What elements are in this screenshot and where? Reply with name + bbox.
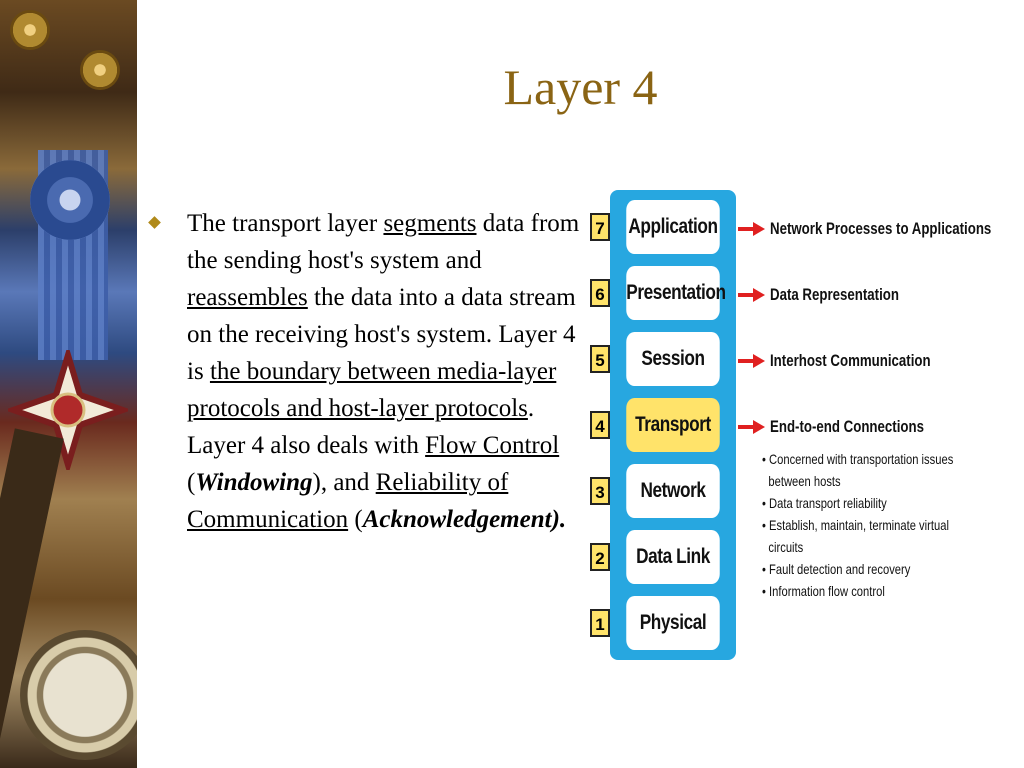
description-text: End-to-end Connections [770, 417, 924, 436]
layer-7-description: Network Processes to Applications [738, 214, 1024, 244]
detail-item: • Data transport reliability [762, 495, 887, 511]
text-run: ( [187, 469, 196, 496]
osi-layer-7: 7 Application [590, 197, 740, 257]
layer-number: 3 [590, 477, 610, 505]
detail-item: circuits [768, 539, 804, 555]
red-arrow-icon [738, 354, 766, 368]
description-text: Network Processes to Applications [770, 219, 992, 238]
bullet-text: The transport layer segments data from t… [187, 205, 595, 538]
bullet-paragraph: The transport layer segments data from t… [148, 205, 595, 538]
text-run: the data into a data stream on the recei… [187, 284, 576, 385]
layer-6-description: Data Representation [738, 280, 935, 310]
layer-number: 5 [590, 345, 610, 373]
red-arrow-icon [738, 222, 766, 236]
detail-item: • Concerned with transportation issues [762, 451, 954, 467]
layer-name: Application [626, 200, 720, 254]
layer-name: Data Link [626, 530, 720, 584]
layer-name: Network [626, 464, 720, 518]
brass-button-image [80, 50, 120, 90]
layer-number: 2 [590, 543, 610, 571]
acknowledgement-term: Acknowledgement). [362, 506, 567, 533]
link-flow-control[interactable]: Flow Control [425, 432, 560, 459]
layer-number: 6 [590, 279, 610, 307]
description-text: Data Representation [770, 285, 899, 304]
layer-name: Presentation [626, 266, 726, 320]
text-run: ( [348, 506, 363, 533]
link-segments[interactable]: segments [383, 210, 477, 237]
description-text: Interhost Communication [770, 351, 931, 370]
osi-layer-5: 5 Session [590, 329, 740, 389]
layer-4-description: End-to-end Connections [738, 412, 967, 442]
compass-image [20, 630, 137, 760]
layer-number: 7 [590, 213, 610, 241]
rosette-image [30, 160, 110, 240]
text-run: data from the sending host's system and [187, 210, 580, 274]
red-arrow-icon [738, 420, 766, 434]
diamond-bullet-icon [148, 216, 161, 229]
decorative-side-image [0, 0, 137, 768]
link-boundary[interactable]: the boundary between media-layer protoco… [187, 358, 557, 422]
text-run: ), and [312, 469, 376, 496]
layer-name: Physical [626, 596, 720, 650]
layer-number: 1 [590, 609, 610, 637]
transport-details-list: • Concerned with transportation issues b… [762, 448, 1022, 602]
osi-layer-2: 2 Data Link [590, 527, 740, 587]
detail-item: • Information flow control [762, 583, 885, 599]
link-reliability[interactable]: Reliability of Communication [187, 469, 509, 533]
layer-name-highlighted: Transport [626, 398, 720, 452]
osi-layer-1: 1 Physical [590, 593, 740, 653]
detail-item: • Fault detection and recovery [762, 561, 911, 577]
layer-number: 4 [590, 411, 610, 439]
text-run: . Layer 4 also deals with [187, 395, 535, 459]
detail-item: between hosts [768, 473, 841, 489]
slide-title: Layer 4 [503, 59, 658, 115]
osi-layer-6: 6 Presentation [590, 263, 740, 323]
text-run: The transport layer [187, 210, 384, 237]
layer-5-description: Interhost Communication [738, 346, 976, 376]
layer-name: Session [626, 332, 720, 386]
red-arrow-icon [738, 288, 766, 302]
detail-item: • Establish, maintain, terminate virtual [762, 517, 949, 533]
osi-layer-4: 4 Transport [590, 395, 740, 455]
brass-button-image [10, 10, 50, 50]
osi-model-diagram: 7 Application 6 Presentation 5 Session 4… [590, 190, 1020, 665]
medal-cross-image [8, 350, 128, 470]
link-reassembles[interactable]: reassembles [187, 284, 308, 311]
osi-layer-3: 3 Network [590, 461, 740, 521]
windowing-term: Windowing [195, 469, 313, 496]
